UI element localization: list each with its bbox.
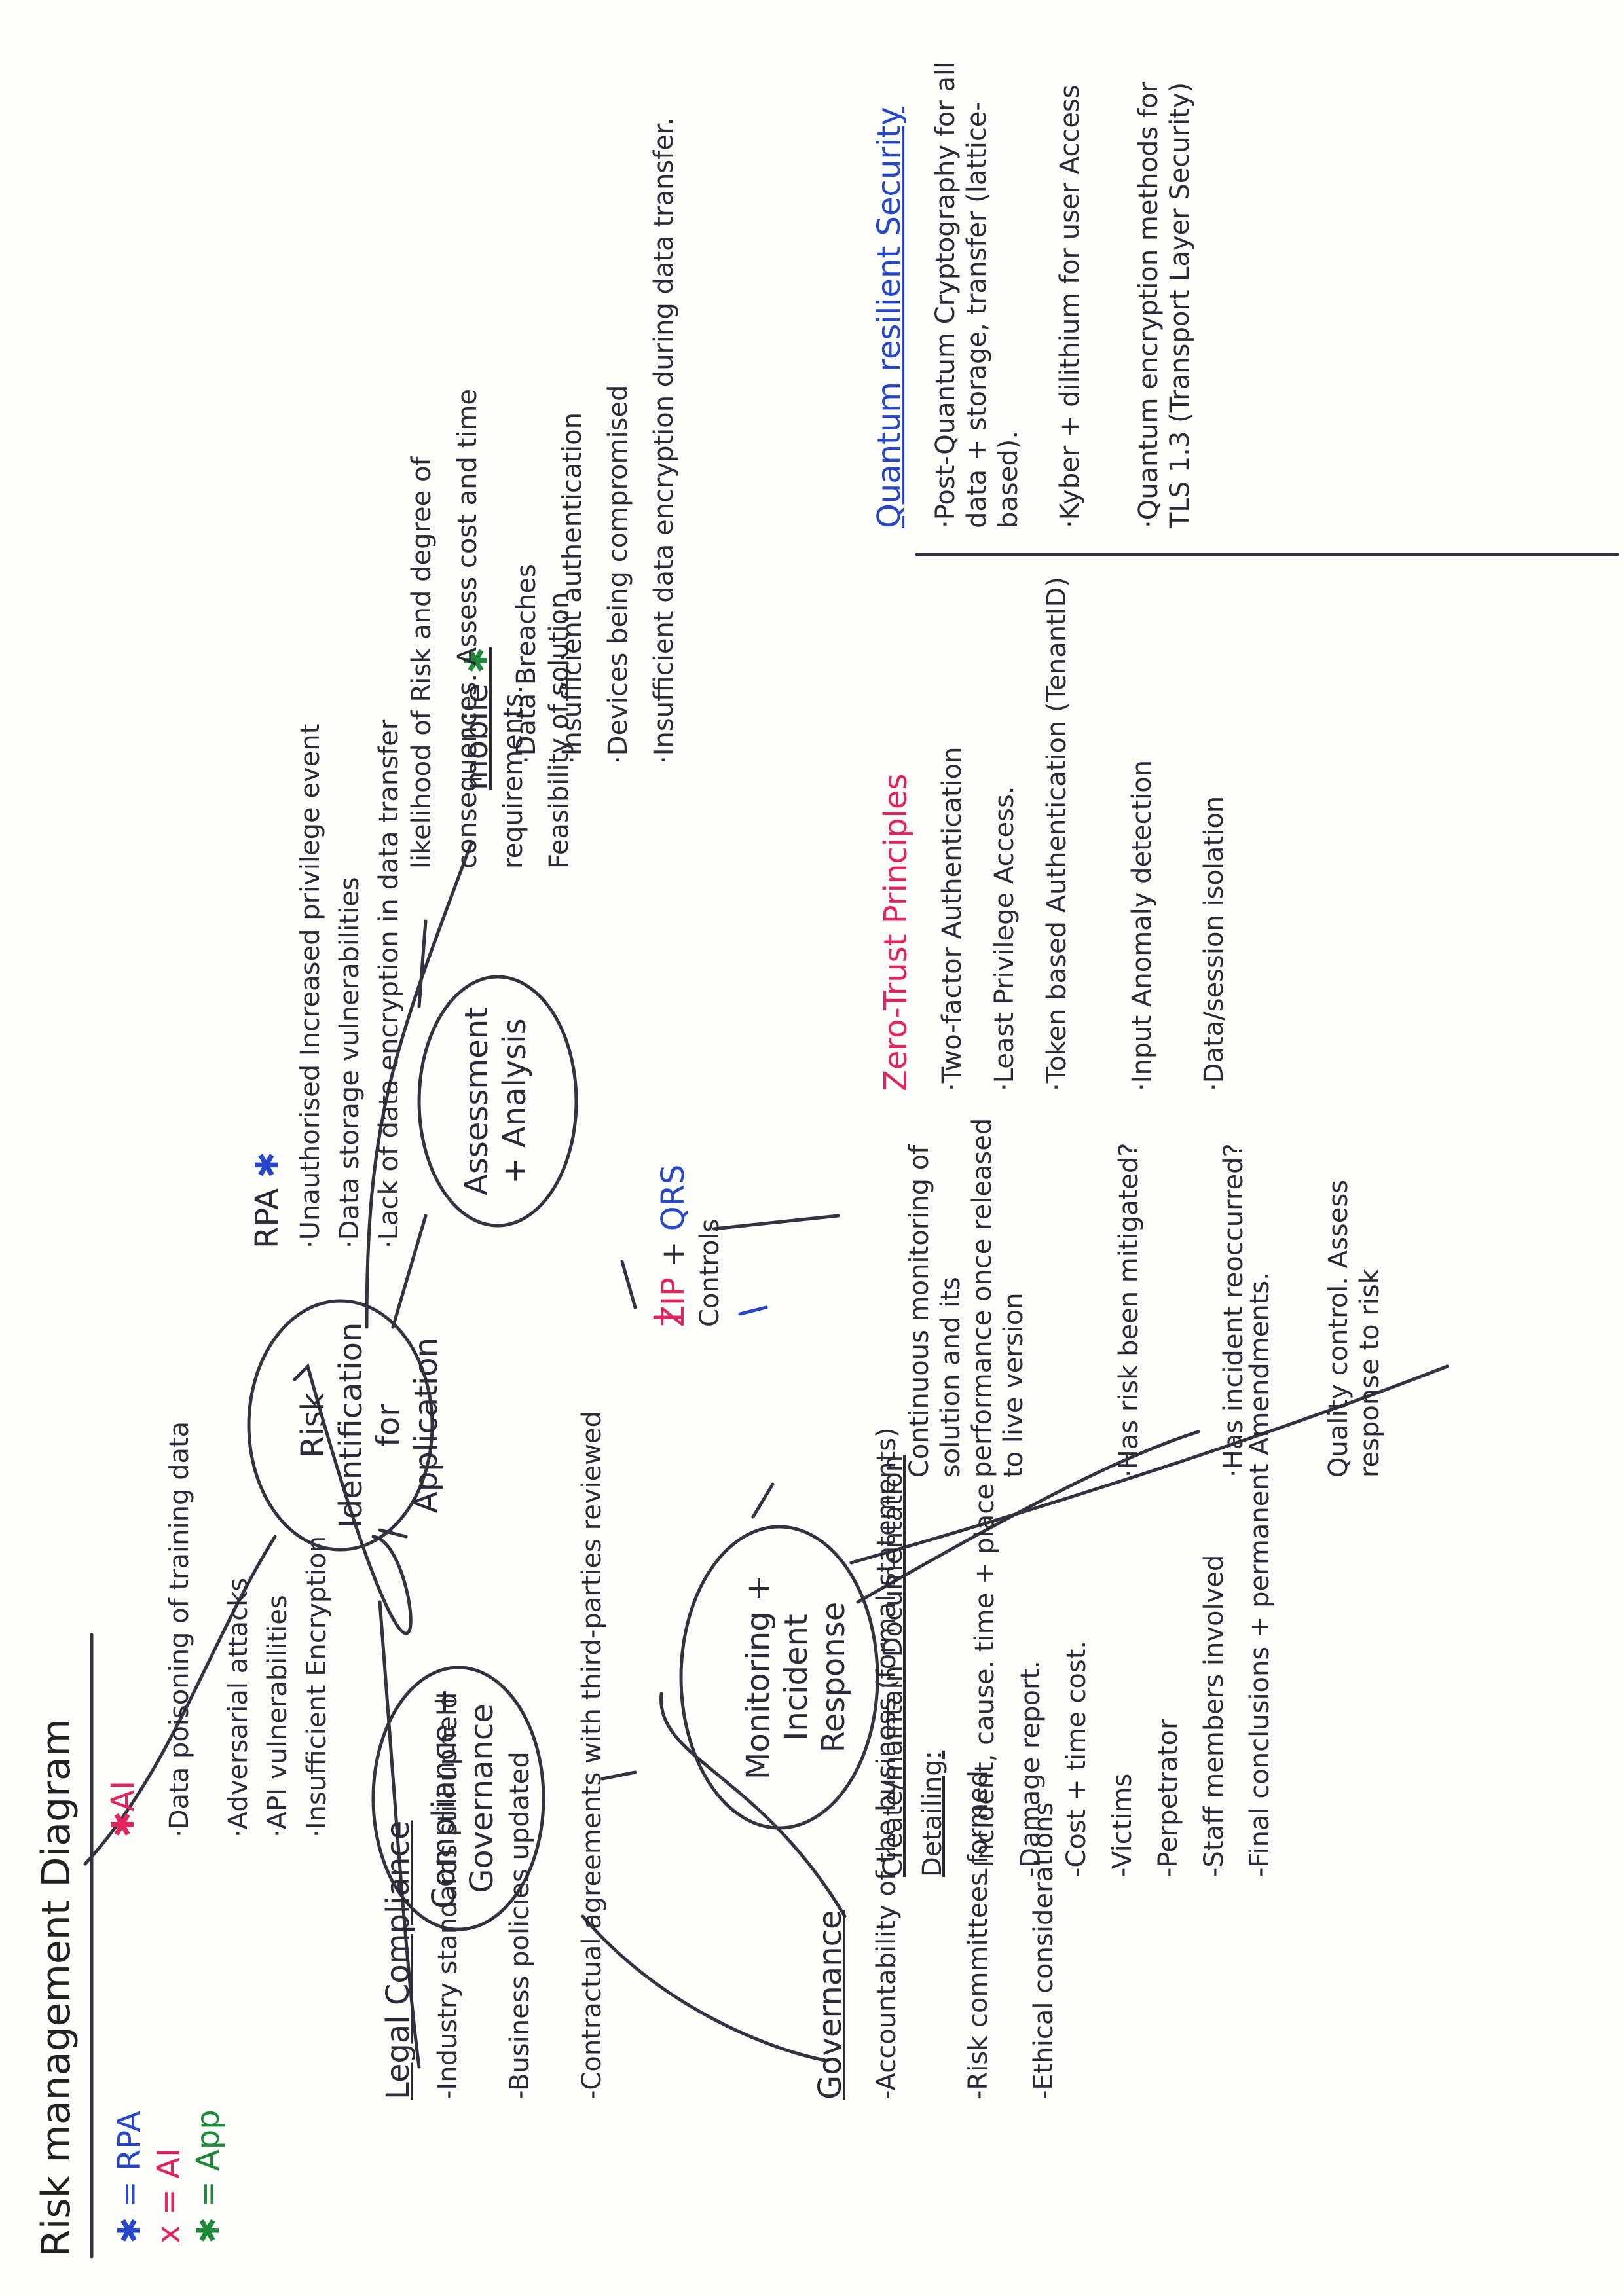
legend-ai-symbol: x (151, 2225, 187, 2244)
legend-app-symbol: ✱ (190, 2217, 227, 2244)
arrow-to-rpa (293, 1363, 413, 1635)
ai-item: ·Adversarial attacks (223, 1577, 253, 1838)
documentation-item: -Perpetrator (1153, 1719, 1183, 1877)
documentation-item: -Damage report. (1016, 1660, 1046, 1877)
arrow-compliance-to-legal (378, 1600, 421, 2069)
assessment-note: consequences. Assess cost and time (452, 389, 483, 869)
legend-app: ✱ = App (190, 2109, 228, 2244)
monitoring-node: Monitoring + Incident Response (740, 1575, 853, 1780)
documentation-item: -Victims (1107, 1773, 1137, 1877)
page-title: Risk management Diagram (33, 1718, 79, 2257)
qrs-label: QRS (655, 1164, 692, 1231)
legend-app-label: = App (190, 2109, 227, 2208)
legend-ai: x = AI (151, 2148, 189, 2244)
quantum-title: Quantum resilient Security (871, 107, 908, 528)
documentation-item: -Cost + time cost. (1061, 1640, 1092, 1877)
legend-rpa-label: = RPA (111, 2110, 148, 2208)
assessment-node-outline (417, 975, 578, 1228)
documentation-item: -Final conclusions + permanent Amendment… (1245, 1272, 1275, 1877)
legend-rpa-symbol: ✱ (111, 2217, 148, 2244)
legal-item: -Contractual agreements with third-parti… (577, 1411, 607, 2100)
arrow-monitoring-to-quality (849, 1364, 1449, 1565)
legal-title: Legal Compliance (380, 1820, 416, 2100)
risk-identification-node: Risk Identification for Application (295, 1322, 445, 1529)
rpa-title: RPA ✱ (249, 1152, 287, 1248)
quantum-item: ·Kyber + dilithium for user Access (1055, 84, 1085, 528)
arrow-monitoring-to-compliance (600, 1770, 637, 1781)
documentation-item: -Incident, cause. time + place (970, 1484, 1000, 1877)
quantum-item: ·Quantum encryption methods for TLS 1.3 … (1134, 82, 1195, 528)
monitoring-note: Quality control. Assess response to risk (1323, 1179, 1385, 1478)
arrow-compliance-to-risk (378, 1528, 408, 1539)
arrow-controls-to-monitoring (751, 1482, 775, 1519)
compliance-node-outline (371, 1666, 545, 1931)
ai-item: ·Insufficient Encryption (302, 1536, 332, 1838)
zero-trust-item: ·Input Anomaly detection (1127, 759, 1157, 1091)
ai-item: ·Data poisoning of training data (164, 1421, 194, 1838)
arrow-risk-to-assessment (391, 1214, 428, 1329)
arrow-controls-to-zero-trust (712, 1214, 840, 1231)
mobile-item: ·Insufficient data encryption during dat… (649, 117, 679, 764)
zip-label: ZIP (655, 1277, 692, 1327)
controls-node: ZIP + QRS Controls (655, 1165, 773, 1327)
arrow-to-mobile (365, 841, 473, 1329)
risk-identification-node-outline (247, 1299, 434, 1552)
documentation-item: -Staff members involved (1199, 1554, 1229, 1877)
rpa-item: ·Data storage vulnerabilities (335, 877, 365, 1248)
ai-title: ✱AI (105, 1781, 143, 1838)
rpa-title-text: RPA (249, 1188, 286, 1248)
compliance-node: Compliance + Governance (426, 1688, 500, 1910)
documentation-subtitle: Detailing: (917, 1750, 948, 1877)
controls-plus: + (655, 1241, 692, 1267)
documentation-title: Create/maintain Documentation (878, 1455, 908, 1877)
ai-item: ·API vulnerabilities (263, 1595, 293, 1838)
quantum-item: ·Post-Quantum Cryptography for all data … (931, 61, 1024, 528)
zero-trust-item: ·Least Privilege Access. (989, 786, 1020, 1091)
ai-title-text: AI (105, 1780, 141, 1812)
monitoring-note: Continuous monitoring of solution and it… (904, 1118, 1029, 1478)
arrow-assessment-to-controls (620, 1260, 637, 1309)
mobile-item: ·Devices being compromised (603, 384, 633, 764)
legal-item: -Business policies updated (505, 1751, 535, 2100)
rpa-item: ·Unauthorised Increased privilege event (295, 723, 325, 1248)
assessment-note: requirements. (498, 685, 528, 869)
arrow-monitoring-to-notes (856, 1430, 1200, 1604)
zero-trust-item: ·Two-factor Authentication (937, 746, 967, 1091)
assessment-note: likelihood of Risk and degree of (407, 456, 437, 869)
rpa-marker-icon: ✱ (249, 1152, 286, 1178)
zero-trust-item: ·Token based Authentication (TenantID) (1042, 577, 1072, 1091)
arrow-to-ai (83, 1535, 277, 1866)
qrs-underline (738, 1305, 768, 1316)
controls-label: Controls (695, 1218, 725, 1327)
ai-marker-icon: ✱ (105, 1811, 141, 1838)
arrow-monitoring-to-documentation (659, 1692, 847, 1918)
assessment-note: Feasibility of solution (544, 592, 574, 869)
monitoring-note: ·Has risk been mitigated? (1114, 1142, 1144, 1478)
arrow-compliance-to-governance (581, 1914, 827, 2062)
controls-formula: ZIP + QRS (655, 1165, 693, 1327)
arrow-to-assessment-notes (417, 919, 428, 1008)
rpa-item: ·Lack of data encryption in data transfe… (374, 719, 404, 1248)
zero-trust-title: Zero-Trust Principles (877, 773, 914, 1091)
legend-ai-label: = AI (151, 2147, 187, 2215)
assessment-node: Assessment + Analysis (458, 1007, 533, 1195)
legend-rpa: ✱ = RPA (111, 2111, 149, 2244)
zero-trust-item: ·Data/session isolation (1199, 795, 1229, 1091)
governance-title: Governance (812, 1910, 849, 2100)
